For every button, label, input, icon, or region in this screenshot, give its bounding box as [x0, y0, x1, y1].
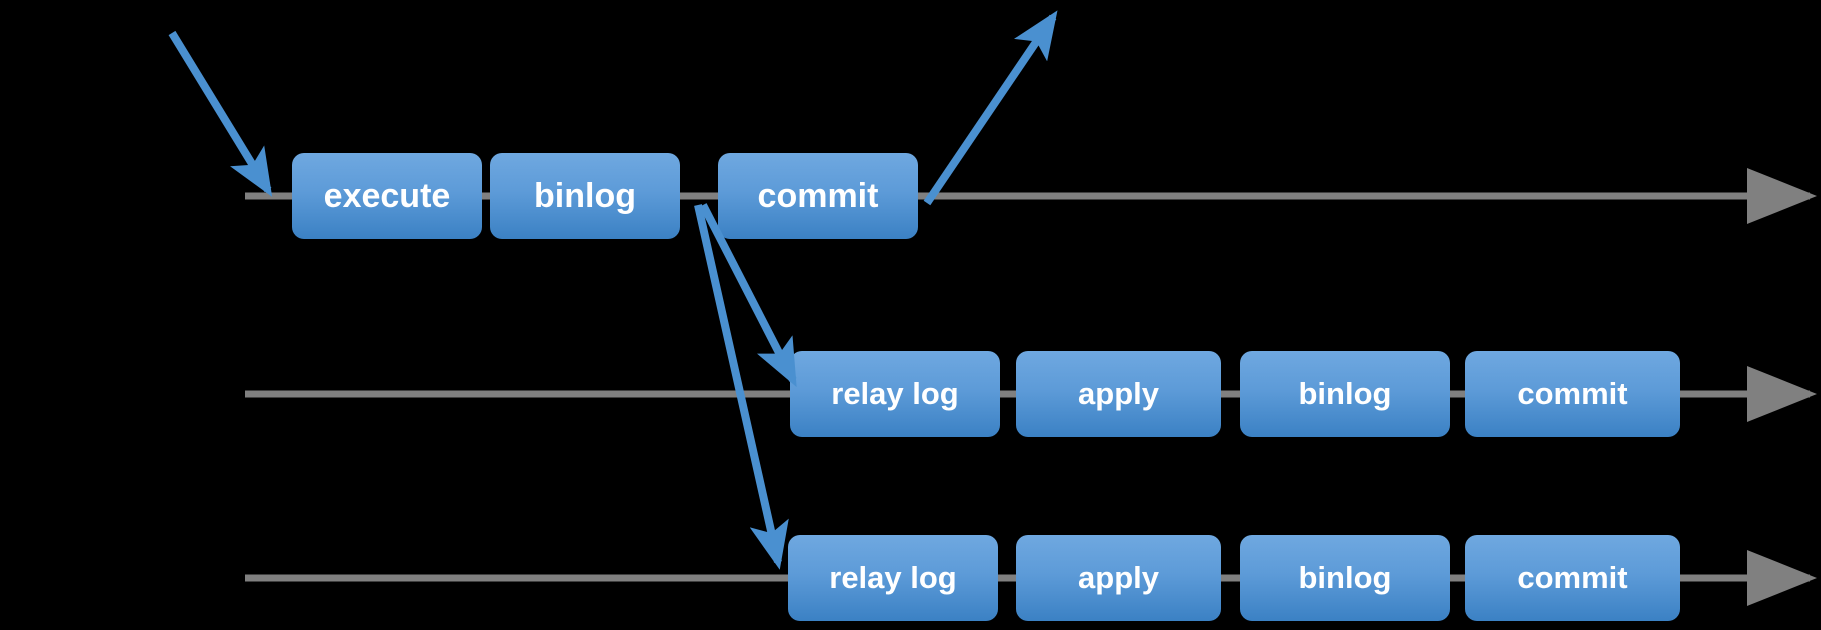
replica-lane-1: relay log apply binlog commit — [245, 351, 1817, 437]
binlog-to-replica-2-arrow — [694, 204, 789, 570]
node-box-relay-log[interactable] — [790, 351, 1000, 437]
node-box-apply[interactable] — [1016, 351, 1221, 437]
node-label: commit — [1517, 560, 1627, 595]
node-box-apply[interactable] — [1016, 535, 1221, 621]
flow-arrows-group — [168, 10, 1058, 570]
node-box-execute[interactable] — [292, 153, 482, 239]
node-box-binlog[interactable] — [490, 153, 680, 239]
master-lane: execute binlog commit — [245, 153, 1817, 239]
node-label: commit — [758, 177, 879, 215]
node-label: relay log — [829, 560, 957, 595]
node-box-binlog[interactable] — [1240, 351, 1450, 437]
node-label: relay log — [831, 376, 959, 411]
replica-lane-2: relay log apply binlog commit — [245, 535, 1817, 621]
node-box-relay-log[interactable] — [788, 535, 998, 621]
node-label: binlog — [1299, 376, 1392, 411]
binlog-to-replica-1-arrow — [699, 203, 797, 388]
node-box-commit[interactable] — [1465, 535, 1680, 621]
incoming-request-arrow — [168, 30, 273, 197]
lanes-group: execute binlog commit relay log apply binlog c… — [245, 153, 1817, 621]
node-label: apply — [1078, 560, 1160, 595]
node-label: execute — [324, 177, 451, 215]
node-label: apply — [1078, 376, 1160, 411]
node-label: commit — [1517, 376, 1627, 411]
outgoing-response-arrow — [923, 10, 1058, 206]
node-label: binlog — [534, 177, 636, 215]
node-box-binlog[interactable] — [1240, 535, 1450, 621]
node-box-commit[interactable] — [718, 153, 918, 239]
node-box-commit[interactable] — [1465, 351, 1680, 437]
node-label: binlog — [1299, 560, 1392, 595]
